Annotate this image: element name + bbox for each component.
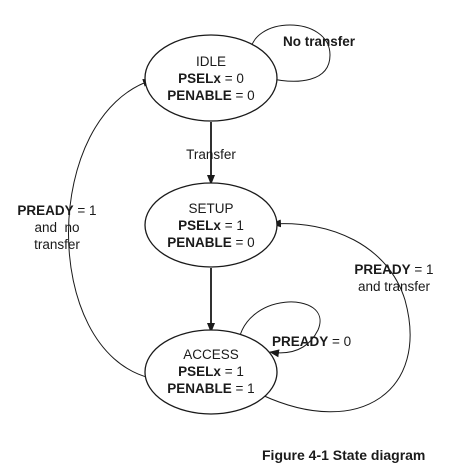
state-setup-line1: PSELx = 1 xyxy=(178,218,244,233)
figure-caption: Figure 4-1 State diagram xyxy=(262,447,425,463)
state-access: ACCESS PSELx = 1 PENABLE = 1 xyxy=(144,329,278,415)
state-access-name: ACCESS xyxy=(183,347,239,362)
state-idle: IDLE PSELx = 0 PENABLE = 0 xyxy=(144,34,278,122)
label-access-to-setup-line1: PREADY = 1 xyxy=(354,262,433,277)
arrow-access-to-idle xyxy=(68,78,153,379)
label-access-to-idle-line3: transfer xyxy=(34,237,80,252)
label-access-to-idle: PREADY = 1 and no transfer xyxy=(17,203,96,252)
arrow-access-self-loop xyxy=(237,301,321,358)
state-setup: SETUP PSELx = 1 PENABLE = 0 xyxy=(144,182,278,268)
label-access-to-idle-line1: PREADY = 1 xyxy=(17,203,96,218)
state-idle-line2: PENABLE = 0 xyxy=(167,88,254,103)
state-idle-line1: PSELx = 0 xyxy=(178,71,244,86)
label-access-to-setup: PREADY = 1 and transfer xyxy=(354,262,433,294)
state-access-line1: PSELx = 1 xyxy=(178,364,244,379)
state-idle-name: IDLE xyxy=(196,54,226,69)
state-setup-line2: PENABLE = 0 xyxy=(167,235,254,250)
label-no-transfer: No transfer xyxy=(283,34,356,49)
label-transfer: Transfer xyxy=(186,147,236,162)
arrow-idle-self-loop xyxy=(249,24,331,84)
label-access-to-setup-line2: and transfer xyxy=(358,279,431,294)
label-access-to-idle-line2: and no xyxy=(34,220,79,235)
state-access-line2: PENABLE = 1 xyxy=(167,381,254,396)
arrow-access-to-setup xyxy=(261,219,411,413)
label-access-self: PREADY = 0 xyxy=(272,334,351,349)
state-setup-name: SETUP xyxy=(188,201,233,216)
